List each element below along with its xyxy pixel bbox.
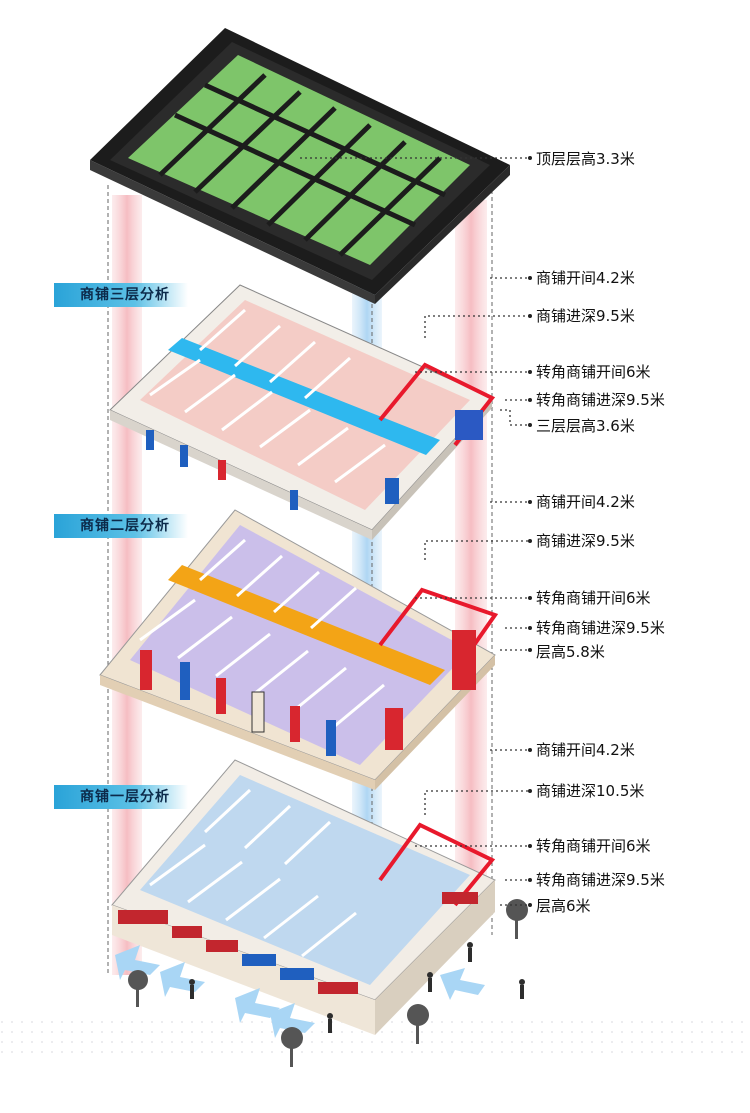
second-floor-tag: 商铺二层分析 [54,514,188,538]
first-floor-tag: 商铺一层分析 [54,785,188,809]
callout-endpoints [528,156,532,907]
first-floor-bay-width-label: 商铺开间4.2米 [536,741,635,759]
people [189,942,525,1033]
right-vertical-column [455,200,487,920]
second-floor-plate [99,509,499,790]
third-floor-plate [109,284,496,540]
top-floor-height-label: 顶层层高3.3米 [536,150,635,168]
first-floor-plate [111,759,496,1035]
second-floor-corner-bay-width-label: 转角商铺开间6米 [536,589,651,607]
trees [128,899,528,1067]
third-floor-bay-width-label: 商铺开间4.2米 [536,269,635,287]
third-floor-tag: 商铺三层分析 [54,283,188,307]
second-floor-height-label: 层高5.8米 [536,643,605,661]
third-floor-height-label: 三层层高3.6米 [536,417,635,435]
first-floor-height-label: 层高6米 [536,897,591,915]
entry-arrows [115,945,485,1038]
second-floor-corner-depth-label: 转角商铺进深9.5米 [536,619,665,637]
third-floor-corridor [168,338,440,455]
left-vertical-column [112,195,142,975]
third-floor-depth-label: 商铺进深9.5米 [536,307,635,325]
third-floor-corner-bay-width-label: 转角商铺开间6米 [536,363,651,381]
first-floor-depth-label: 商铺进深10.5米 [536,782,645,800]
second-floor-depth-label: 商铺进深9.5米 [536,532,635,550]
second-floor-bay-width-label: 商铺开间4.2米 [536,493,635,511]
first-floor-corner-depth-label: 转角商铺进深9.5米 [536,871,665,889]
first-floor-corner-bay-width-label: 转角商铺开间6米 [536,837,651,855]
roof-level [90,28,510,304]
callout-leaders [300,157,530,906]
third-floor-corner-depth-label: 转角商铺进深9.5米 [536,391,665,409]
